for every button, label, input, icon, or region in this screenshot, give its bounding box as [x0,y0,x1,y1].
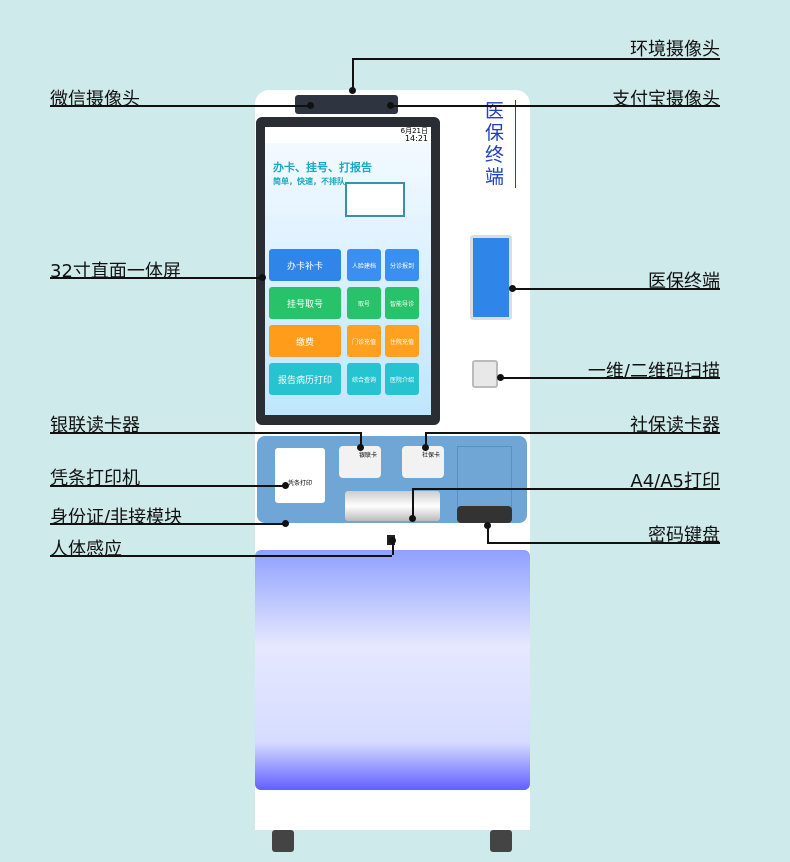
banner-title: 办卡、挂号、打报告 [273,161,372,174]
callout-dot [409,515,416,522]
callout-line [50,432,360,434]
side-title-box: 医保终端 [465,95,530,195]
screen-tile[interactable]: 缴费 [269,325,341,357]
screen-tile[interactable]: 综合查询 [347,363,381,395]
callout-dot [509,285,516,292]
callout-dot [259,274,266,281]
banner-subtitle: 简单，快速，不排队 [273,177,345,186]
callout-label-wechat-camera: 微信摄像头 [50,89,140,110]
screen-tile[interactable]: 分诊报到 [385,249,419,281]
social-card-slot[interactable]: 社保卡 [402,446,444,478]
wheel [490,830,512,852]
callout-line [500,377,720,379]
scanner [472,360,498,388]
a4-output [345,491,440,521]
callout-label-social-reader: 社保读卡器 [630,415,720,436]
screen-tile[interactable]: 挂号取号 [269,287,341,319]
callout-line [50,485,285,487]
camera-bar [295,95,398,114]
callout-line [412,488,720,490]
callout-line [352,58,720,60]
callout-label-a4-printer: A4/A5打印 [630,471,720,492]
callout-dot [349,87,356,94]
callout-dot [282,482,289,489]
pin-pad[interactable] [457,506,512,523]
callout-label-env-camera: 环境摄像头 [630,39,720,60]
callout-line [412,488,414,518]
callout-label-id-module: 身份证/非接模块 [50,507,183,528]
callout-line [50,523,285,525]
callout-label-alipay-camera: 支付宝摄像头 [612,89,720,110]
screen-tile[interactable]: 门诊充值 [347,325,381,357]
callout-dot [422,444,429,451]
callout-line [360,432,362,447]
callout-line [512,288,720,290]
callout-dot [484,522,491,529]
medical-terminal[interactable] [470,235,512,320]
callout-dot [497,374,504,381]
callout-dot [282,520,289,527]
screen-time: 14:21 [404,134,428,143]
callout-line [352,58,354,90]
touch-screen: 6月21日 14:21 办卡、挂号、打报告 简单，快速，不排队 办卡补卡人脸建档… [256,117,440,425]
peripheral-panel: 凭条打印 银联卡 社保卡 [257,436,527,523]
callout-line [425,432,427,447]
callout-label-pin-pad: 密码键盘 [648,525,720,546]
callout-label-medical-terminal: 医保终端 [648,271,720,292]
callout-label-body-sensor: 人体感应 [50,539,122,560]
screen-tile[interactable]: 办卡补卡 [269,249,341,281]
callout-line [50,555,392,557]
screen-tile[interactable]: 医院介绍 [385,363,419,395]
callout-line [50,277,262,279]
callout-line [392,540,394,555]
callout-label-screen: 32寸直面一体屏 [50,261,181,282]
callout-line [487,525,489,542]
callout-line [487,542,720,544]
screen-tile[interactable]: 报告病历打印 [269,363,341,395]
side-title: 医保终端 [485,100,505,188]
screen-tile[interactable]: 住院充值 [385,325,419,357]
light-panel [255,550,530,790]
screen-tile[interactable]: 人脸建档 [347,249,381,281]
screen-tile[interactable]: 取号 [347,287,381,319]
callout-label-unionpay-reader: 银联读卡器 [50,415,140,436]
callout-dot [357,444,364,451]
callout-dot [389,537,396,544]
callout-dot [307,102,314,109]
unionpay-card-slot[interactable]: 银联卡 [339,446,381,478]
callout-line [50,105,310,107]
receipt-printer: 凭条打印 [275,448,325,503]
callout-label-scanner: 一维/二维码扫描 [587,361,720,382]
callout-label-receipt-printer: 凭条打印机 [50,468,140,489]
callout-dot [387,102,394,109]
callout-line [390,105,720,107]
callout-line [425,432,720,434]
wheel [272,830,294,852]
screen-tile[interactable]: 智能导诊 [385,287,419,319]
screen-date: 6月21日 [400,127,428,135]
